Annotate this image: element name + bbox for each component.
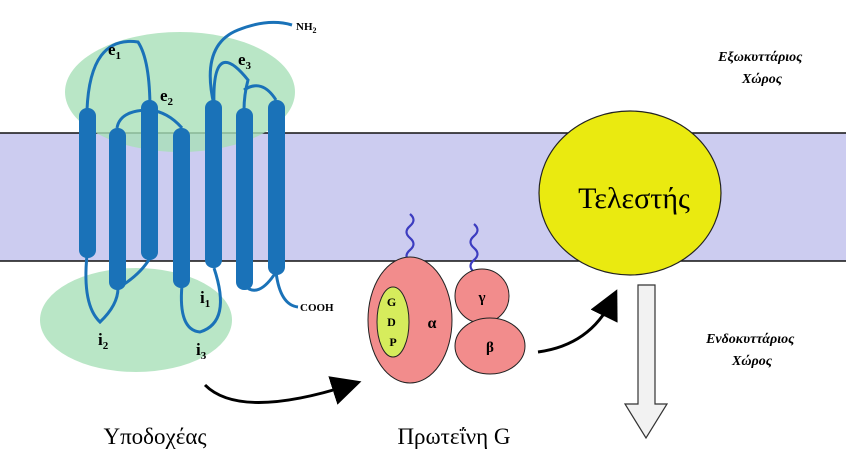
gprotein-to-effector-arrow — [537, 289, 618, 354]
receptor-to-gprotein-arrow — [203, 376, 362, 405]
intracellular-space-label: Ενδοκυττάριος Χώρος — [705, 332, 798, 369]
lipid-anchor-alpha — [405, 213, 415, 263]
effector-label: Τελεστής — [578, 182, 690, 215]
lipid-anchor-gamma — [469, 223, 479, 273]
g-beta-subunit — [454, 317, 526, 375]
gprotein-label: Πρωτεΐνη G — [397, 424, 510, 449]
downstream-signal-arrow — [623, 284, 669, 440]
helix-1 — [79, 108, 96, 258]
gdp-molecule — [376, 286, 410, 358]
helix-5 — [205, 100, 222, 268]
g-gamma-label: γ — [477, 290, 485, 306]
loop-label-e3: e3 — [238, 50, 252, 72]
loop-label-i3: i3 — [196, 340, 207, 362]
cooh-terminus-label: COOH — [300, 302, 334, 314]
helix-3 — [141, 100, 158, 260]
extracellular-space-label: Εξωκυττάριος Χώρος — [717, 50, 806, 87]
g-beta-label: β — [486, 340, 494, 356]
gdp-label: G D P — [387, 295, 399, 349]
helix-7 — [268, 100, 285, 275]
loop-label-e2: e2 — [160, 86, 174, 108]
loop-label-i1: i1 — [200, 288, 210, 310]
receptor-helices — [79, 100, 285, 290]
helix-2 — [109, 128, 126, 290]
effector-enzyme — [538, 110, 722, 276]
nh2-terminus-label: NH2 — [296, 21, 317, 35]
helix-6 — [236, 108, 253, 290]
helix-4 — [173, 128, 190, 288]
loop-label-i2: i2 — [98, 330, 109, 352]
receptor-label: Υποδοχέας — [103, 424, 206, 449]
loop-label-e1: e1 — [108, 40, 121, 62]
g-alpha-label: α — [428, 315, 437, 332]
